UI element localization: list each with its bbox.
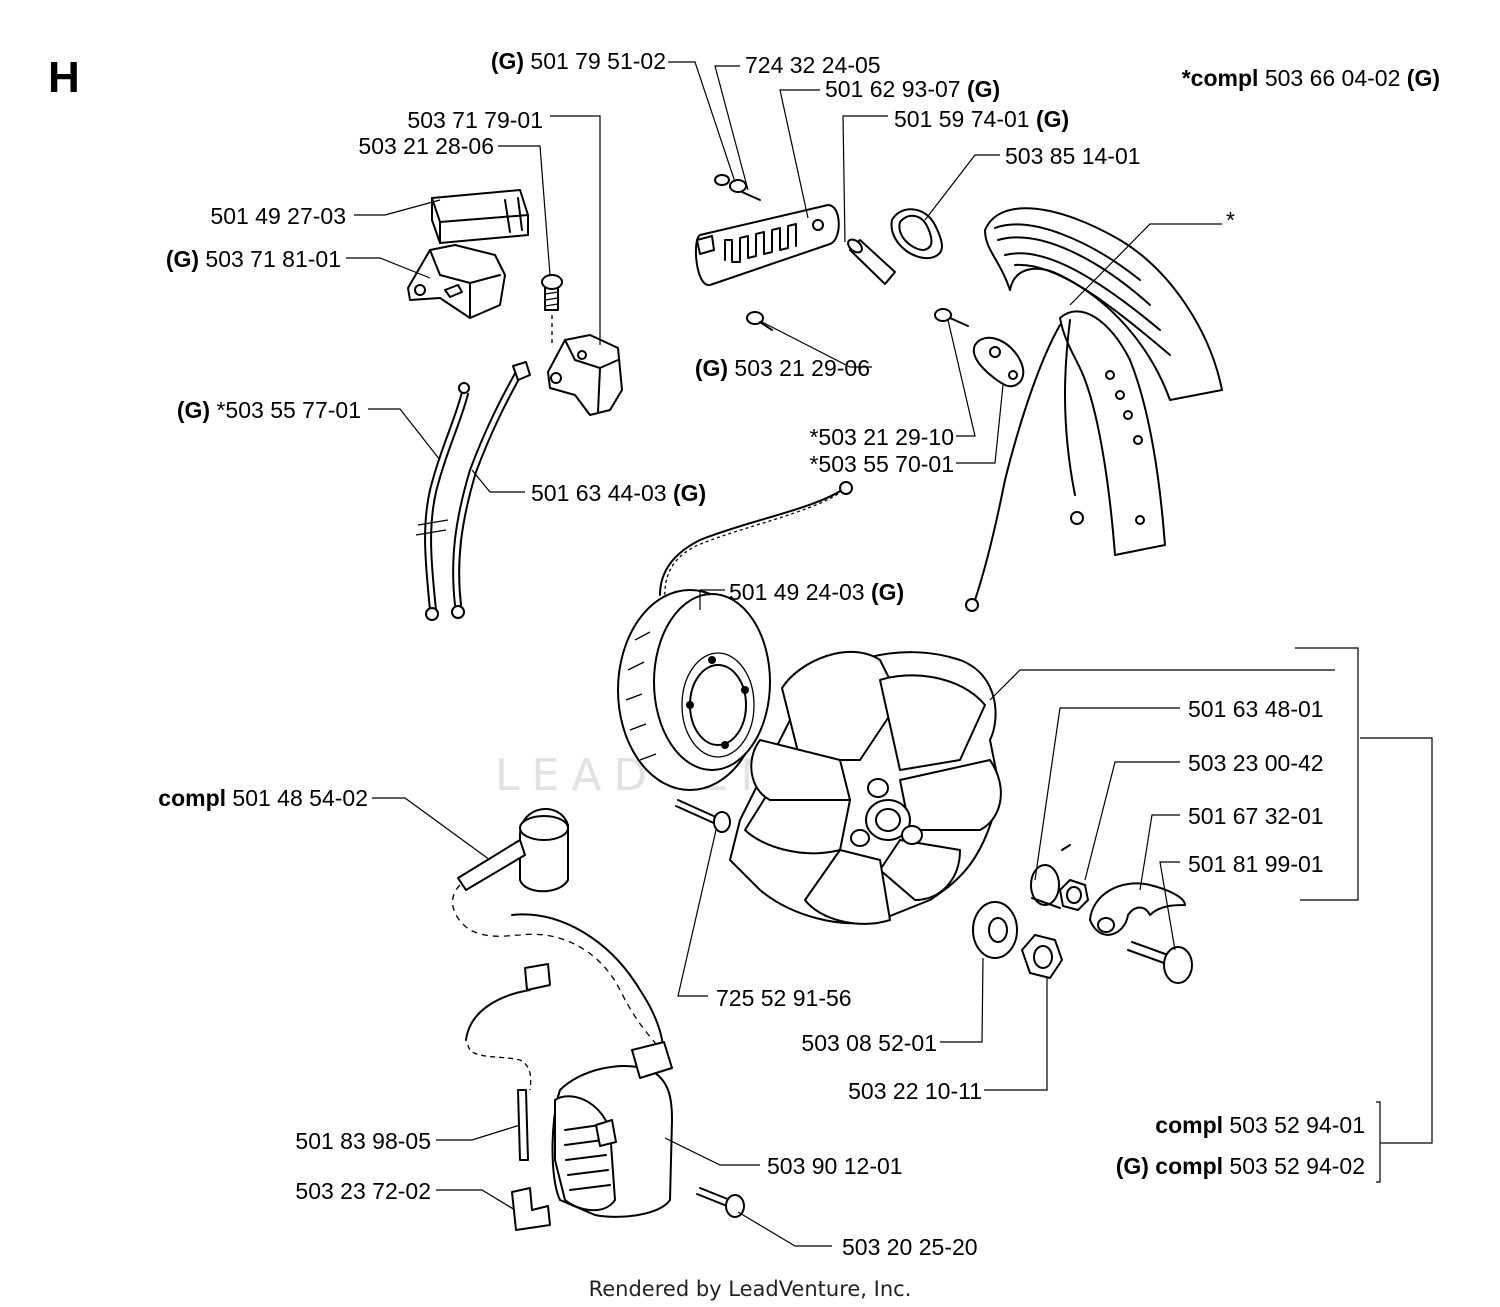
label-503-08-52-01: 503 08 52-01	[801, 1030, 937, 1056]
label-503-52-94-02: (G) compl 503 52 94-02	[1116, 1153, 1365, 1179]
spring-washer-part	[1059, 879, 1089, 911]
ignition-lead-part	[659, 481, 853, 599]
label-503-71-81-01: (G) 503 71 81-01	[166, 246, 341, 272]
ring-part	[890, 208, 943, 260]
label-501-59-74-01: 501 59 74-01 (G)	[894, 106, 1069, 132]
label-501-62-93-07: 501 62 93-07 (G)	[825, 76, 1000, 102]
label-503-71-79-01: 503 71 79-01	[407, 107, 543, 133]
spark-plug-cap-part	[451, 808, 664, 1056]
label-724-32-24-05: 724 32 24-05	[745, 52, 881, 78]
leader-lines	[346, 61, 1433, 1247]
label-501-49-27-03: 501 49 27-03	[210, 203, 346, 229]
label-503-55-70-01: *503 55 70-01	[809, 451, 954, 477]
spring-part	[1030, 844, 1071, 909]
label-503-23-72-02: 503 23 72-02	[295, 1178, 431, 1204]
short-circuit-cables-part	[415, 361, 531, 621]
switch-housing-part	[407, 244, 506, 319]
label-501-67-32-01: 501 67 32-01	[1188, 803, 1324, 829]
screw-part	[541, 274, 563, 345]
label-503-90-12-01: 503 90 12-01	[767, 1153, 903, 1179]
label-501-81-99-01: 501 81 99-01	[1188, 851, 1324, 877]
label-handle-star: *	[1226, 207, 1235, 233]
label-501-79-51-02: (G) 501 79 51-02	[491, 48, 666, 74]
footer-credit: Rendered by LeadVenture, Inc.	[589, 1277, 912, 1301]
sleeve-part	[847, 238, 896, 285]
cover-part	[431, 189, 529, 244]
washer-part	[972, 901, 1018, 959]
label-503-21-29-06: (G) 503 21 29-06	[695, 355, 870, 381]
pawl-screw-part	[1127, 941, 1193, 984]
nut-part	[1021, 934, 1063, 979]
label-503-55-77-01: (G) *503 55 77-01	[177, 397, 361, 423]
front-handle-part	[984, 207, 1223, 556]
ground-wire-part	[965, 324, 1061, 612]
label-503-23-00-42: 503 23 00-42	[1188, 750, 1324, 776]
label-501-83-98-05: 501 83 98-05	[295, 1128, 431, 1154]
label-501-63-48-01: 501 63 48-01	[1188, 696, 1324, 722]
flywheel-part	[729, 651, 1002, 925]
pawl-part	[1089, 882, 1186, 936]
heat-shield-plate-part	[694, 204, 840, 286]
section-letter: H	[48, 53, 80, 102]
flywheel-screw-part	[675, 799, 731, 833]
cable-shoe-part	[465, 963, 551, 1161]
label-503-22-10-11: 503 22 10-11	[848, 1078, 982, 1104]
label-725-52-91-56: 725 52 91-56	[716, 985, 852, 1011]
connector-part	[511, 1187, 551, 1231]
label-503-52-94-01: compl 503 52 94-01	[1155, 1112, 1365, 1138]
label-501-63-44-03: 501 63 44-03 (G)	[531, 480, 706, 506]
label-503-85-14-01: 503 85 14-01	[1005, 143, 1141, 169]
label-501-48-54-02: compl 501 48 54-02	[158, 785, 368, 811]
ignition-coil-part	[551, 1041, 673, 1218]
label-503-21-28-06: 503 21 28-06	[358, 133, 494, 159]
switch-part	[547, 334, 623, 416]
small-screws-part	[714, 174, 773, 331]
label-503-21-29-10: *503 21 29-10	[809, 424, 954, 450]
stator-ring-part	[617, 589, 771, 791]
coil-screw-part	[696, 1187, 745, 1218]
label-501-49-24-03: 501 49 24-03 (G)	[729, 579, 904, 605]
label-503-66-04-02: *compl 503 66 04-02 (G)	[1182, 65, 1440, 91]
label-503-20-25-20: 503 20 25-20	[842, 1234, 978, 1260]
bracket-part	[934, 308, 1025, 388]
